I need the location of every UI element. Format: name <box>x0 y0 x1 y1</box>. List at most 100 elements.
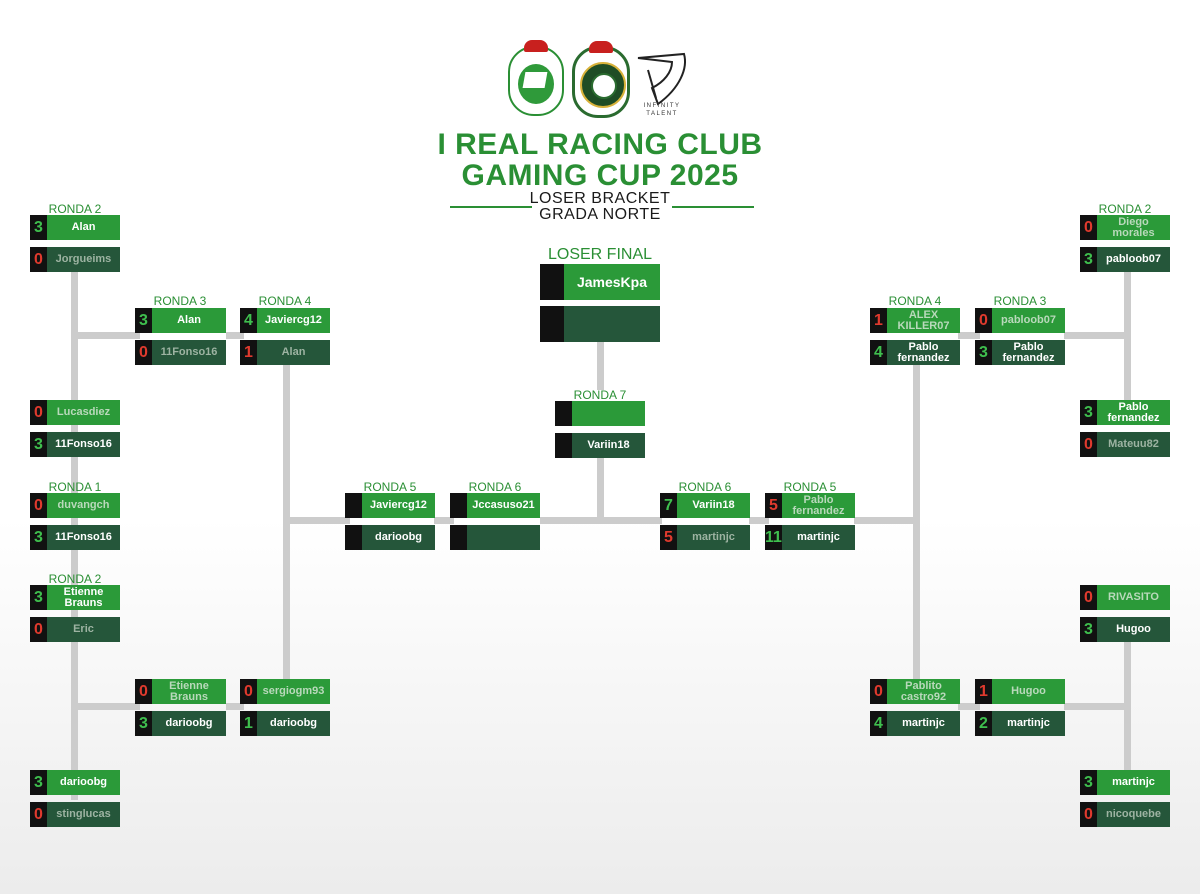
match-row[interactable]: 0 Lucasdiez <box>30 400 120 425</box>
round-label: RONDA 7 <box>573 388 627 402</box>
player-name: Variin18 <box>677 493 750 518</box>
match-row[interactable]: 4 Javiercg12 <box>240 308 330 333</box>
match-row[interactable]: 1 Alan <box>240 340 330 365</box>
score-cell: 1 <box>975 679 992 704</box>
connector-line <box>913 360 920 680</box>
match-row[interactable] <box>555 401 645 426</box>
connector-line <box>290 517 350 524</box>
match-row[interactable]: 11 martinjc <box>765 525 855 550</box>
match-row-loser-final-bottom[interactable] <box>540 306 660 342</box>
score-cell: 3 <box>30 770 47 795</box>
match-row[interactable]: 0 RIVASITO <box>1080 585 1170 610</box>
match-row[interactable]: 0 pabloob07 <box>975 308 1065 333</box>
match-row[interactable]: 7 Variin18 <box>660 493 750 518</box>
match-row[interactable]: 0 11Fonso16 <box>135 340 226 365</box>
round-label: RONDA 2 <box>1098 202 1152 216</box>
match-row[interactable]: 0 Diego morales <box>1080 215 1170 240</box>
score-cell: 3 <box>30 525 47 550</box>
score-cell: 3 <box>1080 400 1097 425</box>
round-label: RONDA 4 <box>258 294 312 308</box>
score-cell: 0 <box>1080 585 1097 610</box>
round-label: RONDA 5 <box>363 480 417 494</box>
match-row[interactable]: 4 Pablo fernandez <box>870 340 960 365</box>
score-cell: 4 <box>870 340 887 365</box>
score-cell: 3 <box>1080 770 1097 795</box>
match-row[interactable]: 3 11Fonso16 <box>30 432 120 457</box>
player-name: Jorgueims <box>47 247 120 272</box>
match-row[interactable]: 1 ALEX KILLER07 <box>870 308 960 333</box>
round-label: RONDA 2 <box>48 572 102 586</box>
connector-line <box>540 517 662 524</box>
match-row[interactable]: 5 martinjc <box>660 525 750 550</box>
match-row[interactable]: 0 sergiogm93 <box>240 679 330 704</box>
score-cell <box>540 306 564 342</box>
match-row[interactable]: darioobg <box>345 525 435 550</box>
score-cell: 2 <box>975 711 992 736</box>
match-row[interactable]: 3 11Fonso16 <box>30 525 120 550</box>
match-row[interactable]: Variin18 <box>555 433 645 458</box>
match-row[interactable]: 5 Pablo fernandez <box>765 493 855 518</box>
match-row[interactable]: 2 martinjc <box>975 711 1065 736</box>
match-row[interactable]: 0 stinglucas <box>30 802 120 827</box>
match-row[interactable]: 3 Alan <box>30 215 120 240</box>
player-name: darioobg <box>152 711 226 736</box>
match-row[interactable]: 0 Mateuu82 <box>1080 432 1170 457</box>
player-name: Etienne Brauns <box>152 679 226 704</box>
round-label: RONDA 3 <box>153 294 207 308</box>
player-name: Diego morales <box>1097 215 1170 240</box>
match-row[interactable]: 0 Etienne Brauns <box>135 679 226 704</box>
match-row[interactable]: 0 duvangch <box>30 493 120 518</box>
score-cell: 0 <box>240 679 257 704</box>
connector-line <box>283 360 290 680</box>
match-row[interactable]: 0 Jorgueims <box>30 247 120 272</box>
match-row[interactable]: 3 Pablo fernandez <box>1080 400 1170 425</box>
player-name: pabloob07 <box>1097 247 1170 272</box>
connector-line <box>78 703 140 710</box>
match-row[interactable]: Jccasuso21 <box>450 493 540 518</box>
match-row[interactable]: 3 darioobg <box>30 770 120 795</box>
player-name: ALEX KILLER07 <box>887 308 960 333</box>
player-name: Pablito castro92 <box>887 679 960 704</box>
player-name: martinjc <box>677 525 750 550</box>
player-name: Hugoo <box>1097 617 1170 642</box>
score-cell: 3 <box>30 432 47 457</box>
match-row[interactable]: 3 pabloob07 <box>1080 247 1170 272</box>
score-cell: 11 <box>765 525 782 550</box>
match-row[interactable]: 4 martinjc <box>870 711 960 736</box>
match-row[interactable]: 3 Hugoo <box>1080 617 1170 642</box>
player-name: sergiogm93 <box>257 679 330 704</box>
player-name <box>572 401 645 426</box>
score-cell: 0 <box>1080 432 1097 457</box>
score-cell <box>555 401 572 426</box>
connector-line <box>597 458 604 520</box>
match-row[interactable]: 3 Etienne Brauns <box>30 585 120 610</box>
match-row[interactable]: Javiercg12 <box>345 493 435 518</box>
page-title-line2: GAMING CUP 2025 <box>461 159 739 192</box>
match-row[interactable]: 0 Eric <box>30 617 120 642</box>
score-cell: 0 <box>30 493 47 518</box>
match-row[interactable]: 0 Pablito castro92 <box>870 679 960 704</box>
infinity-talent-logo-icon <box>637 52 686 106</box>
player-name: nicoquebe <box>1097 802 1170 827</box>
player-name: darioobg <box>47 770 120 795</box>
player-name: Mateuu82 <box>1097 432 1170 457</box>
subtitle: LOSER BRACKET <box>529 190 671 207</box>
match-row[interactable]: 3 Alan <box>135 308 226 333</box>
player-name: stinglucas <box>47 802 120 827</box>
score-cell: 3 <box>30 585 47 610</box>
player-name: Lucasdiez <box>47 400 120 425</box>
match-row[interactable] <box>450 525 540 550</box>
match-row[interactable]: 1 Hugoo <box>975 679 1065 704</box>
player-name <box>467 525 540 550</box>
match-row[interactable]: 3 martinjc <box>1080 770 1170 795</box>
match-row-loser-final-top[interactable]: JamesKpa <box>540 264 660 300</box>
match-row[interactable]: 3 darioobg <box>135 711 226 736</box>
match-row[interactable]: 1 darioobg <box>240 711 330 736</box>
score-cell: 0 <box>1080 215 1097 240</box>
match-row[interactable]: 0 nicoquebe <box>1080 802 1170 827</box>
score-cell: 7 <box>660 493 677 518</box>
score-cell <box>450 493 467 518</box>
match-row[interactable]: 3 Pablo fernandez <box>975 340 1065 365</box>
score-cell: 3 <box>975 340 992 365</box>
connector-line <box>434 517 454 524</box>
